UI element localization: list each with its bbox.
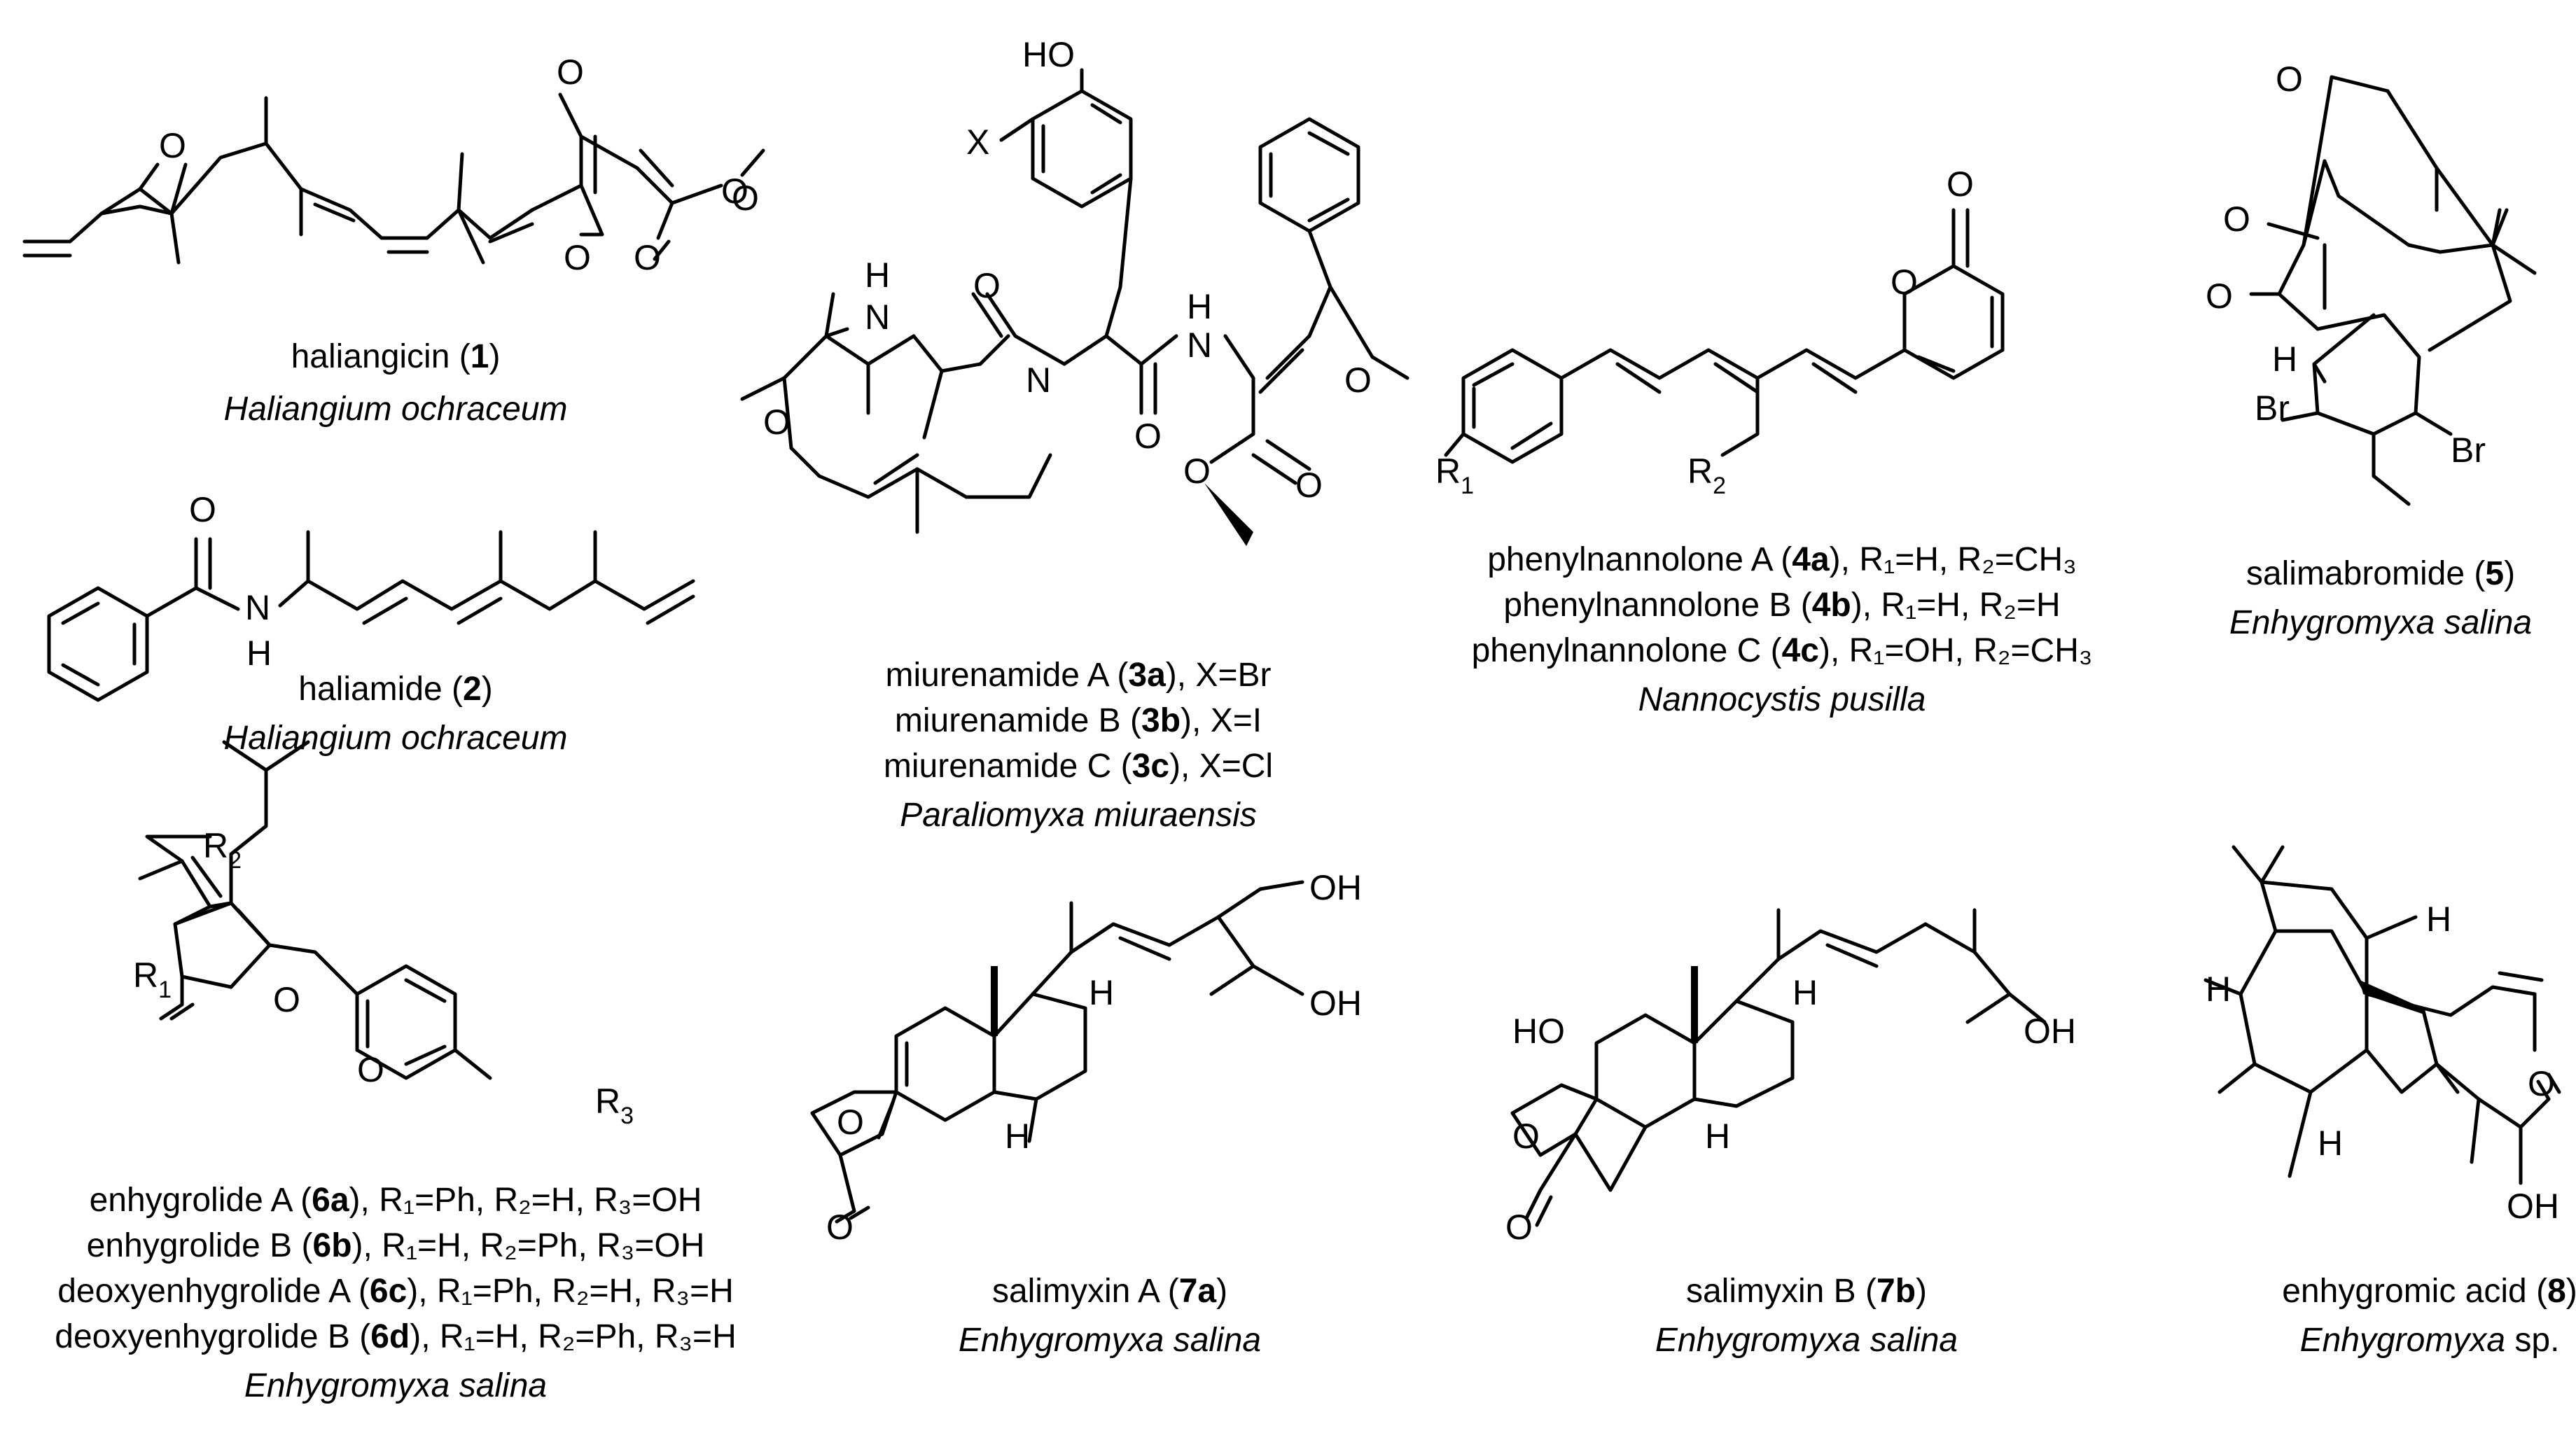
atom-label: N bbox=[1026, 361, 1051, 400]
structure-salimyxin-a: OH OH H H O O bbox=[810, 868, 1362, 1247]
atom-label: O bbox=[1891, 263, 1918, 302]
atom-label: O bbox=[2206, 277, 2233, 316]
atom-label: O bbox=[273, 980, 300, 1019]
atom-label: O bbox=[1134, 417, 1162, 456]
svg-text:Haliangium ochraceum: Haliangium ochraceum bbox=[224, 391, 568, 428]
atom-label: O bbox=[1295, 466, 1323, 505]
structure-phenylnannolone: O O R1 R2 bbox=[1435, 165, 2005, 499]
structure-haliamide: O N H bbox=[47, 490, 695, 702]
atom-label: R1 bbox=[1435, 452, 1474, 499]
svg-text:Enhygromyxa salina: Enhygromyxa salina bbox=[2229, 604, 2532, 641]
atom-label: O bbox=[564, 238, 591, 277]
atom-label: H bbox=[2272, 340, 2297, 379]
svg-text:miurenamide B (3b), X=I: miurenamide B (3b), X=I bbox=[895, 702, 1262, 739]
atom-label: O bbox=[1505, 1208, 1533, 1247]
structure-enhygrolide: R2 R1 O O R3 bbox=[133, 740, 634, 1129]
svg-text:phenylnannolone C (4c), R₁=OH,: phenylnannolone C (4c), R₁=OH, R₂=CH₃ bbox=[1472, 632, 2093, 669]
caption-miurenamide: miurenamide A (3a), X=Br miurenamide B (… bbox=[884, 657, 1273, 834]
atom-label: O bbox=[2528, 1064, 2555, 1103]
atom-label: H bbox=[865, 256, 890, 295]
structure-haliangicin: O O O O O O bbox=[22, 53, 765, 277]
atom-label: OH bbox=[1309, 984, 1362, 1023]
atom-label: O bbox=[2276, 60, 2303, 99]
atom-label: OH bbox=[2507, 1187, 2559, 1226]
svg-text:haliangicin (1): haliangicin (1) bbox=[291, 338, 501, 375]
atom-label: O bbox=[837, 1103, 864, 1142]
caption-haliamide: haliamide (2) Haliangium ochraceum bbox=[224, 671, 568, 757]
svg-text:Enhygromyxa salina: Enhygromyxa salina bbox=[959, 1322, 1261, 1359]
structure-enhygromic-acid: H H H O OH bbox=[2203, 845, 2561, 1226]
atom-label: O bbox=[763, 403, 791, 442]
atom-label: HO bbox=[1022, 35, 1075, 74]
atom-label: H bbox=[1089, 973, 1114, 1012]
atom-label: R3 bbox=[595, 1082, 634, 1129]
svg-text:miurenamide C (3c), X=Cl: miurenamide C (3c), X=Cl bbox=[884, 748, 1273, 785]
atom-label: OH bbox=[1309, 868, 1362, 907]
atom-label: H bbox=[2318, 1124, 2343, 1163]
atom-label: H bbox=[2206, 970, 2231, 1009]
atom-label: H bbox=[246, 634, 272, 673]
atom-label: H bbox=[1187, 287, 1212, 326]
svg-text:enhygromic acid (8): enhygromic acid (8) bbox=[2282, 1273, 2576, 1310]
svg-text:salimyxin A (7a): salimyxin A (7a) bbox=[992, 1273, 1227, 1310]
atom-label: O bbox=[732, 179, 759, 218]
atom-label: OH bbox=[2024, 1012, 2076, 1051]
atom-label: O bbox=[634, 238, 661, 277]
structure-miurenamide: HO X N O N H O O N H O O O bbox=[740, 35, 1409, 546]
atom-label: O bbox=[973, 266, 1001, 305]
atom-label: O bbox=[557, 53, 584, 92]
atom-label: H bbox=[1792, 973, 1818, 1012]
caption-phenylnannolone: phenylnannolone A (4a), R₁=H, R₂=CH₃ phe… bbox=[1472, 541, 2093, 718]
atom-label: N bbox=[865, 298, 890, 337]
caption-salimabromide: salimabromide (5) Enhygromyxa salina bbox=[2229, 555, 2532, 641]
caption-salimyxin-a: salimyxin A (7a) Enhygromyxa salina bbox=[959, 1273, 1261, 1359]
svg-text:phenylnannolone B (4b), R₁=H,: phenylnannolone B (4b), R₁=H, R₂=H bbox=[1503, 587, 2060, 624]
atom-label: X bbox=[966, 123, 989, 162]
svg-text:miurenamide A (3a), X=Br: miurenamide A (3a), X=Br bbox=[886, 657, 1272, 694]
caption-haliangicin: haliangicin (1) Haliangium ochraceum bbox=[224, 338, 568, 428]
atom-label: R1 bbox=[133, 956, 172, 1003]
atom-label: HO bbox=[1512, 1012, 1565, 1051]
atom-label: O bbox=[1512, 1117, 1540, 1156]
svg-text:enhygrolide A (6a), R₁=Ph, R₂=: enhygrolide A (6a), R₁=Ph, R₂=H, R₃=OH bbox=[90, 1182, 702, 1219]
svg-text:Nannocystis pusilla: Nannocystis pusilla bbox=[1638, 681, 1926, 718]
atom-label: O bbox=[2223, 200, 2250, 239]
atom-label: O bbox=[721, 172, 749, 211]
atom-label: O bbox=[357, 1050, 384, 1089]
structure-salimyxin-b: HO H H O O OH bbox=[1505, 908, 2076, 1247]
atom-label: N bbox=[245, 588, 270, 627]
svg-text:Enhygromyxa salina: Enhygromyxa salina bbox=[244, 1367, 547, 1404]
svg-text:salimyxin B (7b): salimyxin B (7b) bbox=[1686, 1273, 1927, 1310]
atom-label: H bbox=[1005, 1117, 1030, 1156]
svg-text:Haliangium ochraceum: Haliangium ochraceum bbox=[224, 720, 568, 757]
svg-text:haliamide (2): haliamide (2) bbox=[298, 671, 492, 708]
atom-label: Br bbox=[2451, 431, 2486, 470]
atom-label: Br bbox=[2255, 389, 2290, 428]
svg-text:Paraliomyxa miuraensis: Paraliomyxa miuraensis bbox=[900, 797, 1257, 834]
svg-text:phenylnannolone A (4a), R₁=H,: phenylnannolone A (4a), R₁=H, R₂=CH₃ bbox=[1487, 541, 2077, 578]
atom-label: R2 bbox=[1687, 452, 1726, 499]
atom-label: O bbox=[1947, 165, 1974, 204]
atom-label: O bbox=[826, 1208, 854, 1247]
svg-text:salimabromide (5): salimabromide (5) bbox=[2246, 555, 2515, 592]
atom-label: H bbox=[2426, 900, 2451, 939]
svg-text:deoxyenhygrolide B (6d), R₁=H,: deoxyenhygrolide B (6d), R₁=H, R₂=Ph, R₃… bbox=[55, 1318, 736, 1355]
caption-enhygrolide: enhygrolide A (6a), R₁=Ph, R₂=H, R₃=OH e… bbox=[55, 1182, 736, 1404]
svg-text:Enhygromyxa sp.: Enhygromyxa sp. bbox=[2300, 1322, 2560, 1359]
atom-label: O bbox=[1344, 361, 1372, 400]
structure-salimabromide: O O O H Br Br bbox=[2206, 60, 2537, 506]
atom-label: H bbox=[1705, 1117, 1730, 1156]
atom-label: R2 bbox=[203, 826, 242, 874]
svg-text:Enhygromyxa salina: Enhygromyxa salina bbox=[1655, 1322, 1958, 1359]
atom-label: O bbox=[189, 490, 216, 529]
caption-enhygromic-acid: enhygromic acid (8) Enhygromyxa sp. bbox=[2282, 1273, 2576, 1359]
caption-salimyxin-b: salimyxin B (7b) Enhygromyxa salina bbox=[1655, 1273, 1958, 1359]
svg-text:enhygrolide B (6b), R₁=H, R₂=P: enhygrolide B (6b), R₁=H, R₂=Ph, R₃=OH bbox=[87, 1227, 705, 1264]
atom-label: N bbox=[1187, 326, 1212, 365]
svg-text:deoxyenhygrolide A (6c), R₁=Ph: deoxyenhygrolide A (6c), R₁=Ph, R₂=H, R₃… bbox=[57, 1273, 734, 1310]
atom-label: O bbox=[159, 126, 186, 165]
atom-label: O bbox=[1183, 452, 1211, 491]
